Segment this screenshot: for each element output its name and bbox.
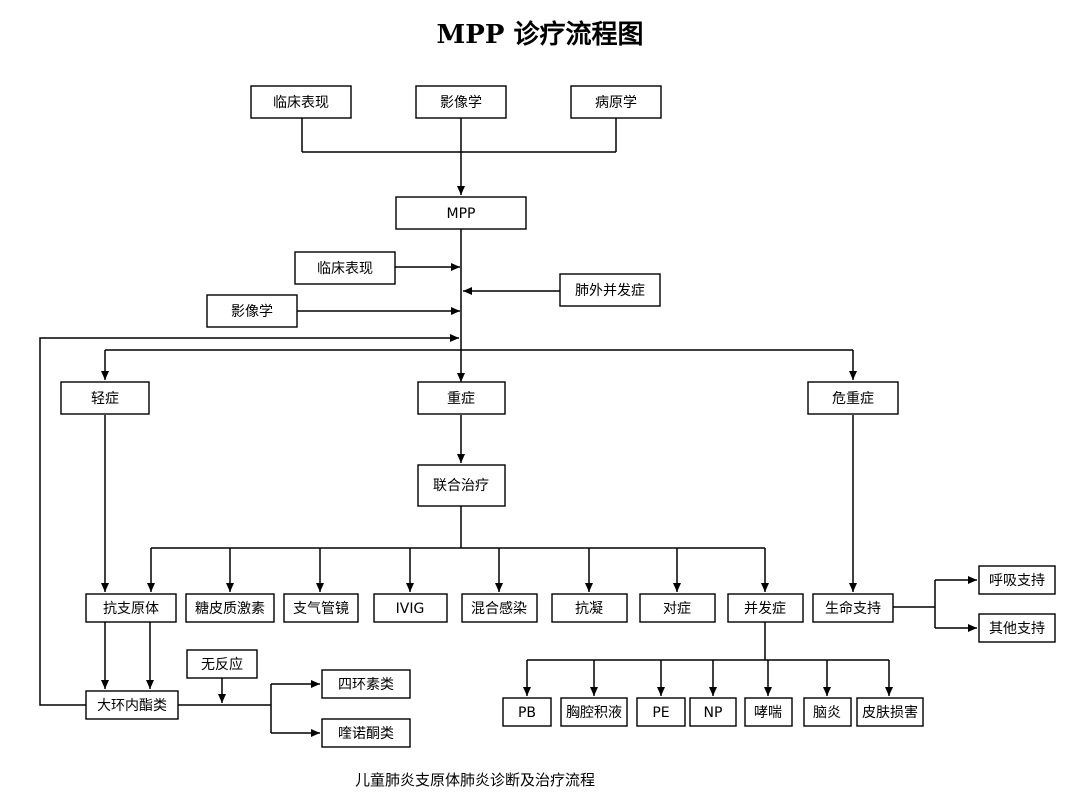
- svg-text:脑炎: 脑炎: [813, 705, 841, 721]
- node-other-support: 其他支持: [978, 613, 1056, 643]
- svg-text:PE: PE: [652, 705, 669, 721]
- svg-text:四环素类: 四环素类: [338, 677, 394, 693]
- svg-text:NP: NP: [704, 705, 723, 721]
- node-antibody: 抗支原体: [85, 593, 177, 623]
- node-life-support: 生命支持: [812, 593, 894, 623]
- svg-text:PB: PB: [518, 705, 536, 721]
- svg-text:糖皮质激素: 糖皮质激素: [195, 600, 265, 617]
- svg-text:MPP: MPP: [447, 206, 476, 222]
- node-mpp: MPP: [395, 196, 527, 230]
- node-pb: PB: [502, 697, 552, 727]
- node-clinical-top: 临床表现: [250, 85, 352, 119]
- svg-text:抗凝: 抗凝: [575, 601, 603, 617]
- svg-text:并发症: 并发症: [744, 601, 786, 617]
- node-pleural: 胸腔积液: [560, 697, 628, 727]
- svg-text:无反应: 无反应: [201, 656, 243, 673]
- svg-text:混合感染: 混合感染: [471, 600, 527, 617]
- node-ivig: IVIG: [373, 593, 448, 623]
- svg-text:影像学: 影像学: [231, 304, 273, 320]
- node-macrolide: 大环内酯类: [85, 690, 179, 720]
- svg-text:皮肤损害: 皮肤损害: [862, 705, 918, 721]
- node-resp-support: 呼吸支持: [978, 565, 1056, 595]
- svg-text:胸腔积液: 胸腔积液: [566, 705, 622, 721]
- node-severe: 重症: [417, 381, 506, 415]
- svg-text:大环内酯类: 大环内酯类: [97, 698, 167, 714]
- svg-text:其他支持: 其他支持: [989, 621, 1045, 637]
- svg-text:呼吸支持: 呼吸支持: [989, 573, 1045, 589]
- svg-text:重症: 重症: [447, 391, 475, 407]
- node-quinolone: 喹诺酮类: [321, 718, 411, 748]
- diagram-title: MPP 诊疗流程图: [436, 20, 644, 50]
- node-combined: 联合治疗: [417, 464, 506, 507]
- node-mixed-infection: 混合感染: [461, 593, 538, 623]
- svg-text:肺外并发症: 肺外并发症: [575, 283, 645, 299]
- node-imaging-mid: 影像学: [206, 294, 298, 328]
- svg-text:哮喘: 哮喘: [754, 704, 782, 721]
- svg-text:联合治疗: 联合治疗: [433, 478, 489, 494]
- svg-text:临床表现: 临床表现: [317, 261, 373, 277]
- svg-text:对症: 对症: [663, 601, 691, 617]
- svg-text:影像学: 影像学: [440, 95, 482, 111]
- node-skin: 皮肤损害: [856, 697, 924, 727]
- node-clinical-mid: 临床表现: [294, 251, 396, 285]
- node-tetracycline: 四环素类: [321, 669, 411, 699]
- node-pe: PE: [636, 697, 686, 727]
- node-imaging-top: 影像学: [415, 85, 507, 119]
- node-np: NP: [689, 697, 737, 727]
- node-complication: 并发症: [727, 593, 804, 623]
- node-anticoag: 抗凝: [551, 593, 628, 623]
- svg-text:支气管镜: 支气管镜: [293, 601, 349, 617]
- edge-feedback: [39, 334, 459, 706]
- node-mild: 轻症: [60, 381, 150, 415]
- edges: [39, 118, 977, 737]
- diagram-caption: 儿童肺炎支原体肺炎诊断及治疗流程: [354, 771, 595, 789]
- svg-text:临床表现: 临床表现: [273, 95, 329, 111]
- node-critical: 危重症: [807, 381, 899, 415]
- node-wheeze: 哮喘: [744, 697, 793, 727]
- svg-text:IVIG: IVIG: [396, 601, 425, 617]
- svg-text:喹诺酮类: 喹诺酮类: [338, 726, 394, 742]
- svg-text:抗支原体: 抗支原体: [103, 601, 159, 617]
- svg-text:危重症: 危重症: [832, 391, 874, 407]
- svg-text:生命支持: 生命支持: [825, 600, 881, 617]
- svg-text:病原学: 病原学: [595, 95, 637, 111]
- node-extrapulmonary: 肺外并发症: [559, 273, 661, 307]
- svg-text:轻症: 轻症: [91, 391, 119, 407]
- node-pathogen: 病原学: [570, 85, 662, 119]
- node-symptomatic: 对症: [639, 593, 716, 623]
- node-no-response: 无反应: [186, 649, 258, 679]
- node-bronchoscopy: 支气管镜: [283, 593, 359, 623]
- node-steroid: 糖皮质激素: [185, 593, 275, 623]
- node-encephalitis: 脑炎: [803, 697, 852, 727]
